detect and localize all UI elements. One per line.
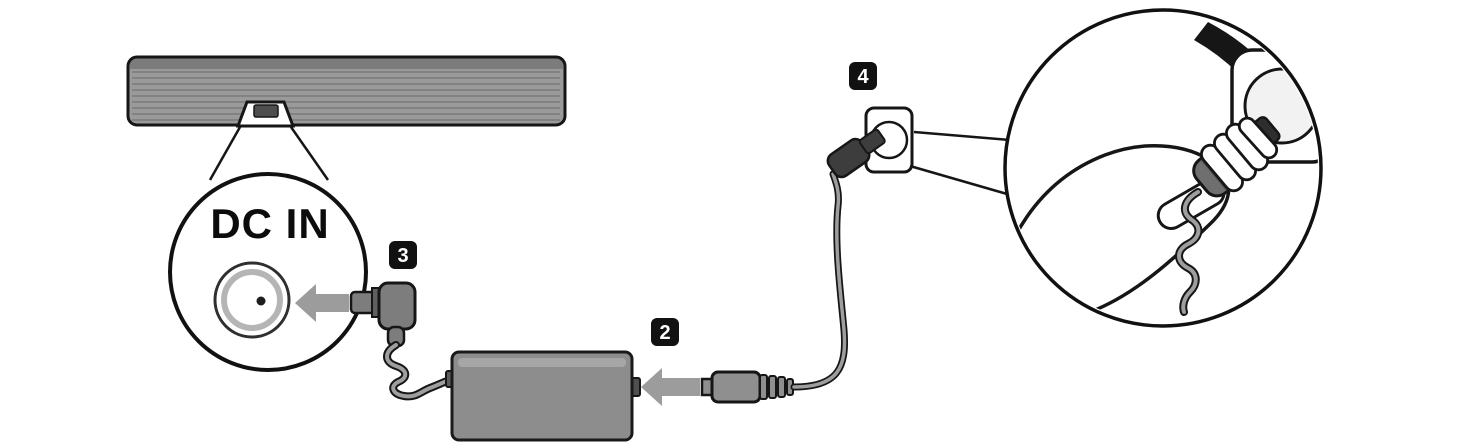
arrow-step2 bbox=[641, 368, 700, 406]
lens-callout-lines bbox=[909, 130, 1015, 198]
dc-in-callout-lines bbox=[208, 126, 330, 181]
hand-fingers bbox=[1200, 116, 1279, 193]
adapter-highlight bbox=[458, 358, 626, 367]
soundbar-grille-lines bbox=[132, 71, 560, 121]
dc-plug bbox=[349, 281, 417, 348]
step-3-number: 3 bbox=[397, 245, 408, 267]
step-2-badge: 2 bbox=[651, 318, 679, 346]
arrow-step3 bbox=[295, 284, 349, 322]
power-cord-connector bbox=[700, 370, 794, 404]
wall-plug bbox=[826, 128, 886, 179]
soundbar-top-band bbox=[130, 58, 563, 69]
step-4-badge-box bbox=[849, 62, 877, 90]
dc-jack-pin bbox=[256, 296, 266, 306]
step-2-badge-box bbox=[651, 318, 679, 346]
soundbar bbox=[126, 55, 567, 128]
connector-body bbox=[710, 370, 762, 404]
coiled-cable bbox=[383, 341, 456, 401]
step-2-number: 2 bbox=[659, 322, 670, 344]
step-4-number: 4 bbox=[857, 66, 869, 88]
magnifier-lens bbox=[1003, 8, 1323, 328]
power-cable bbox=[790, 170, 849, 391]
connector-ridge bbox=[768, 375, 777, 399]
dc-in-magnifier: DC IN bbox=[168, 172, 368, 372]
wall-outlet bbox=[864, 106, 914, 174]
dc-in-recess bbox=[253, 104, 279, 118]
wall-plug-neck bbox=[858, 128, 886, 155]
step-3-badge-box bbox=[389, 241, 417, 269]
step-3-badge: 3 bbox=[389, 241, 417, 269]
ac-adapter bbox=[445, 350, 641, 442]
dc-plug-body bbox=[377, 281, 417, 331]
adapter-body bbox=[450, 350, 634, 442]
connector-ridge bbox=[759, 374, 768, 400]
soundbar-outline bbox=[126, 55, 567, 127]
dc-in-label: DC IN bbox=[210, 200, 329, 247]
connector-ridge bbox=[777, 376, 786, 398]
lens-coiled-cord bbox=[1175, 188, 1203, 316]
lens-border bbox=[1003, 8, 1323, 328]
step-4-badge: 4 bbox=[849, 62, 877, 90]
dc-jack bbox=[213, 261, 291, 339]
